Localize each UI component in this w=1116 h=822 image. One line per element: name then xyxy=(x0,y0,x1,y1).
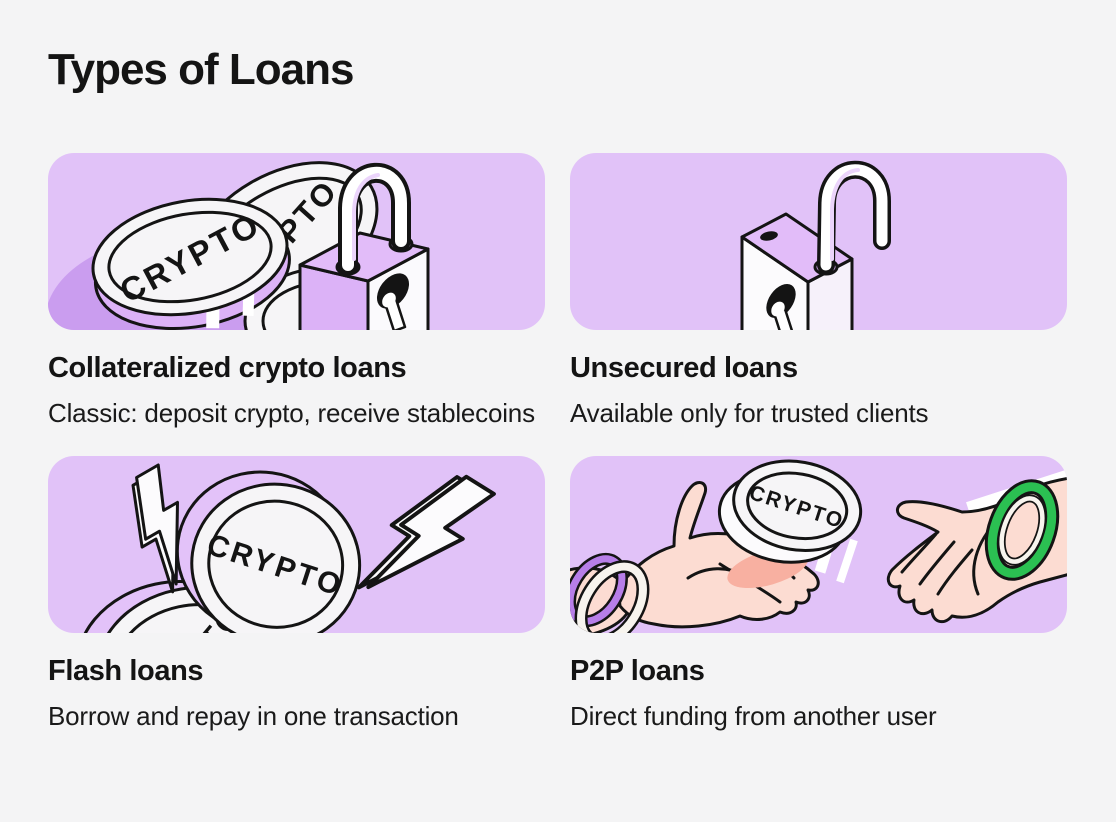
keyhole-icon xyxy=(766,283,796,330)
keyhole-icon xyxy=(376,273,410,330)
page-title: Types of Loans xyxy=(48,45,354,94)
open-padlock xyxy=(740,160,891,330)
card-description: Direct funding from another user xyxy=(570,701,937,731)
card-title: Flash loans xyxy=(48,655,204,687)
closed-padlock xyxy=(298,162,430,330)
card-illustration: CRYPTO xyxy=(48,153,545,330)
cream-bracelet xyxy=(574,560,650,633)
crypto-coins-padlock-icon: CRYPTO xyxy=(48,161,430,330)
card-p2p-loans: CRYPTO P2P loans Direct funding from ano… xyxy=(570,456,1067,733)
lightning-bolt-left-icon xyxy=(131,463,179,594)
card-title: Unsecured loans xyxy=(570,352,798,384)
left-hand xyxy=(570,481,820,633)
coin-lightning-icon: CRYPTO CRYPTO xyxy=(75,463,496,633)
top-hole xyxy=(760,231,778,241)
card-description: Classic: deposit crypto, receive stablec… xyxy=(48,398,535,428)
loan-types-infographic: Types of Loans CRYPTO xyxy=(48,45,1068,733)
card-flash-loans: CRYPTO CRYPTO xyxy=(48,456,545,733)
card-illustration xyxy=(570,153,1067,330)
card-title: Collateralized crypto loans xyxy=(48,352,407,384)
card-illustration: CRYPTO xyxy=(570,456,1067,633)
hands-exchanging-coin-icon: CRYPTO xyxy=(570,459,1067,633)
card-illustration: CRYPTO CRYPTO xyxy=(48,456,545,633)
loan-types-grid: CRYPTO xyxy=(48,153,1068,733)
main-crypto-coin: CRYPTO xyxy=(175,470,362,633)
open-padlock-icon xyxy=(740,160,891,330)
front-crypto-coin: CRYPTO xyxy=(91,197,291,330)
card-description: Available only for trusted clients xyxy=(570,398,929,428)
card-unsecured-loans: Unsecured loans Available only for trust… xyxy=(570,153,1067,430)
lightning-bolt-right-icon xyxy=(356,474,496,590)
green-bracelet xyxy=(984,479,1060,581)
exchanged-crypto-coin: CRYPTO xyxy=(717,459,863,564)
white-stripe xyxy=(836,538,858,584)
card-collateralized-crypto-loans: CRYPTO xyxy=(48,153,545,430)
card-description: Borrow and repay in one transaction xyxy=(48,701,459,731)
card-title: P2P loans xyxy=(570,655,705,687)
right-hand xyxy=(886,477,1067,624)
